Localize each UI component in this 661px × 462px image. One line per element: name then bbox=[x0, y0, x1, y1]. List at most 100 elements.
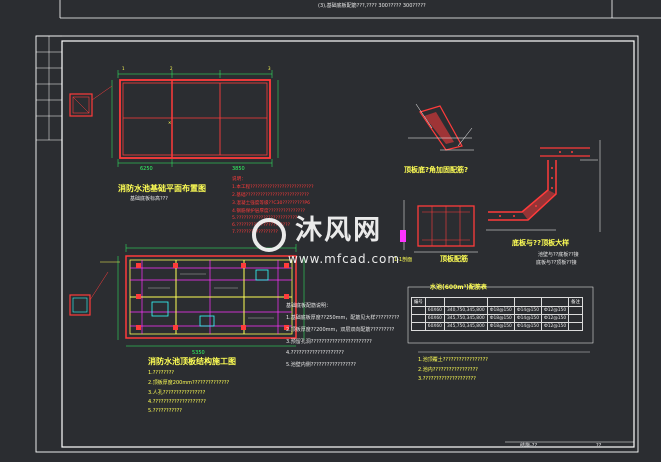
yellow-note-line: 4.???????????????????? bbox=[148, 399, 206, 405]
table-cell: Ф18@150 bbox=[486, 314, 515, 323]
red-note-line: 说明： bbox=[232, 177, 246, 182]
table-cell bbox=[411, 306, 426, 315]
section-label-b: 1-1剖面 bbox=[394, 257, 413, 263]
table-cell: 345,750,345,800 bbox=[443, 322, 488, 331]
manhole-leader-line bbox=[91, 85, 113, 101]
table-row: 60X60 345,750,345,800 Ф18@150 Ф14@150 Ф1… bbox=[411, 314, 583, 323]
corner-haunch-outline bbox=[419, 105, 463, 151]
foundation-dimension-lines bbox=[111, 70, 279, 167]
white-notes-block: 基础底板配筋说明： 1.基础底板厚度??250mm，配筋见大样?????????… bbox=[286, 302, 399, 368]
corner-detail-label: 顶板底?角加固配筋? bbox=[404, 166, 469, 174]
white-note-line: 5.池壁内侧????????????????? bbox=[286, 362, 356, 368]
table-header-cell: 编号 bbox=[411, 297, 426, 307]
manhole-detail-inner bbox=[72, 96, 90, 114]
foundation-wall-inner bbox=[122, 82, 268, 156]
table-header-cell: 备注 bbox=[568, 297, 583, 307]
table-cell: Ф14@150 bbox=[513, 314, 542, 323]
table-row: 60X60 340,750,345,800 Ф18@150 Ф14@150 Ф1… bbox=[411, 306, 583, 315]
section-stirrups bbox=[422, 206, 470, 246]
table-cell: Ф18@150 bbox=[486, 322, 515, 331]
table-header-row: 编号 备注 bbox=[411, 297, 583, 307]
column-markers bbox=[136, 263, 289, 330]
yellow-note-line: 5.??????????? bbox=[148, 408, 182, 414]
wall-slab-detail[interactable] bbox=[486, 140, 601, 232]
table-cell: Ф14@150 bbox=[513, 322, 542, 331]
roof-structure-plan[interactable] bbox=[69, 244, 305, 347]
table-cell bbox=[411, 322, 426, 331]
table-cell: Ф12@150 bbox=[540, 314, 570, 323]
wall-detail-dims bbox=[486, 140, 601, 232]
table-cell: 60X60 bbox=[424, 306, 445, 315]
rebar-dots bbox=[499, 151, 573, 217]
section-tag bbox=[400, 230, 406, 242]
wall-detail-label: 底板与??顶板大样 bbox=[512, 239, 570, 247]
structure-plan-title: 消防水池顶板结构施工图 bbox=[148, 357, 236, 366]
foundation-plan-title: 消防水池基础平面布置图 bbox=[118, 184, 206, 193]
right-note-line: 2.池内????????????????? bbox=[418, 367, 478, 373]
rebar-labels bbox=[148, 273, 274, 319]
wall-haunch-fill bbox=[522, 190, 556, 220]
white-note-line: 2.顶板厚度??200mm，双层双向配筋????????? bbox=[286, 327, 395, 333]
top-strip-text: (3),基础底板配筋???,???? 300????? 300????? bbox=[318, 3, 426, 9]
dim-label-2: 5350 bbox=[192, 350, 205, 356]
right-note-line: 1.池顶覆土????????????????? bbox=[418, 357, 488, 363]
watermark-url: www.mfcad.com bbox=[288, 251, 401, 266]
table-row: 60X60 345,750,345,800 Ф18@150 Ф14@150 Ф1… bbox=[411, 322, 583, 331]
svg-text:2: 2 bbox=[170, 66, 173, 71]
yellow-note-line: 3.人孔???????????????? bbox=[148, 390, 206, 396]
manhole-leader-lower bbox=[89, 271, 109, 301]
svg-text:3: 3 bbox=[268, 66, 271, 71]
manhole-box-lower bbox=[69, 294, 91, 316]
foundation-slab-outline bbox=[119, 79, 271, 159]
section-dims bbox=[403, 200, 478, 253]
sheet-inner-frame bbox=[61, 40, 635, 448]
roof-beams bbox=[130, 260, 292, 334]
red-note-line: 4.钢筋保护层厚度??????????????? bbox=[232, 209, 306, 214]
watermark: 沐风网 www.mfcad.com bbox=[252, 208, 400, 266]
spec-table: 编号 备注 60X60 340,750,345,800 Ф18@150 Ф14@… bbox=[411, 297, 583, 331]
table-cell: 60X60 bbox=[424, 314, 445, 323]
table-header-cell bbox=[540, 297, 570, 307]
roof-openings bbox=[151, 269, 269, 327]
table-cell bbox=[411, 314, 426, 323]
table-cell: Ф14@150 bbox=[513, 306, 542, 315]
wall-note-1: 池壁与??底板??接 bbox=[538, 252, 579, 258]
dim-label-1: 3850 bbox=[232, 166, 245, 172]
red-note-line: 2.基础?????????????????????????? bbox=[232, 193, 309, 198]
yellow-notes-block: 1.???????? 2.顶板厚度200mm?????????????? 3.人… bbox=[148, 370, 229, 414]
foundation-plan-subtitle: 基础底板标高??? bbox=[130, 196, 168, 202]
table-header-cell bbox=[513, 297, 542, 307]
binding-strip bbox=[36, 35, 62, 141]
table-cell: 345,750,345,800 bbox=[443, 314, 488, 323]
section-label-a: 顶板配筋 bbox=[440, 255, 468, 263]
section-rebar-detail[interactable] bbox=[400, 200, 478, 253]
table-cell: Ф12@150 bbox=[540, 306, 570, 315]
yellow-note-line: 1.???????? bbox=[148, 370, 175, 376]
manhole-detail-diagonal bbox=[72, 96, 90, 114]
red-note-line: 1.本工程?????????????????????????? bbox=[232, 185, 314, 190]
watermark-logo-icon bbox=[252, 217, 286, 252]
yellow-note-line: 2.顶板厚度200mm?????????????? bbox=[148, 380, 230, 386]
table-cell: Ф12@150 bbox=[540, 322, 570, 331]
corner-detail-lines bbox=[408, 103, 474, 151]
table-cell: 340,750,345,800 bbox=[443, 306, 488, 315]
dim-label-0: 6250 bbox=[140, 166, 153, 172]
table-header-cell bbox=[424, 297, 445, 307]
table-header-cell bbox=[443, 297, 488, 307]
spec-table-title: 水池(600m³)配筋表 bbox=[430, 284, 487, 291]
white-note-line: 3.预留孔洞??????????????????????? bbox=[286, 339, 372, 345]
white-note-line: 1.基础底板厚度??250mm，配筋见大样????????? bbox=[286, 315, 400, 321]
red-note-line: 3.混凝土强度等级??C30?????????P6 bbox=[232, 201, 311, 206]
wall-profile-inner bbox=[488, 160, 557, 221]
page-number: ?? bbox=[596, 443, 602, 449]
spec-table-frame bbox=[407, 286, 594, 344]
corner-haunch-fill bbox=[424, 112, 454, 144]
table-cell bbox=[568, 314, 583, 323]
drawing-number: 结施-?? bbox=[520, 443, 538, 449]
roof-slab-outline bbox=[125, 255, 297, 339]
table-cell: Ф18@150 bbox=[486, 306, 515, 315]
corner-detail[interactable] bbox=[408, 103, 474, 151]
